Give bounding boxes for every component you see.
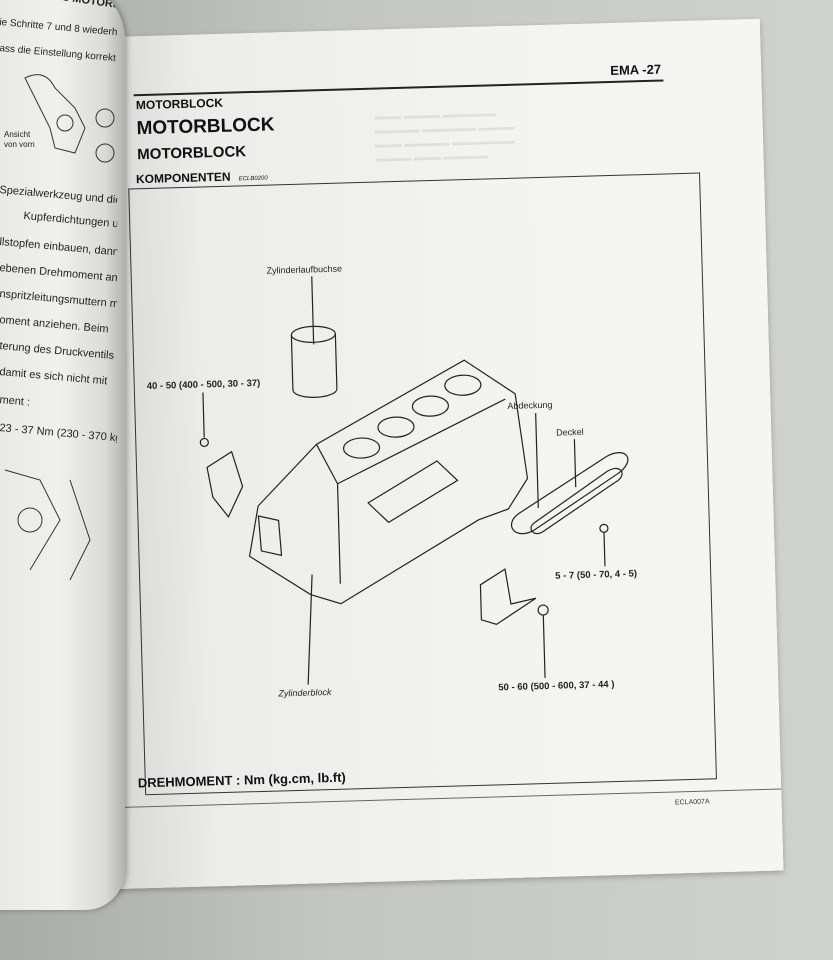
view-label: Ansicht von vorn bbox=[4, 130, 35, 149]
page-subtitle: MOTORBLOCK bbox=[137, 143, 247, 164]
section-label: MOTORBLOCK bbox=[135, 95, 224, 113]
left-line: ie Schritte 7 und 8 wiederholen bbox=[0, 16, 118, 40]
header-rule bbox=[133, 79, 664, 97]
bleed-through-text: ▬▬▬ ▬▬▬▬ ▬▬▬▬▬▬▬▬▬▬▬ ▬▬▬▬▬▬ ▬▬▬▬▬▬▬ ▬▬▬▬… bbox=[374, 108, 516, 164]
liner-label: Zylinderlaufbuchse bbox=[266, 263, 343, 276]
components-heading-text: KOMPONENTEN bbox=[135, 169, 231, 187]
engine-block-diagram bbox=[199, 276, 629, 685]
left-page-text: CHES MOTORST ie Schritte 7 und 8 wiederh… bbox=[0, 0, 122, 910]
page-number: EMA -27 bbox=[610, 61, 662, 78]
left-header: CHES MOTORST bbox=[38, 0, 117, 12]
left-page: CHES MOTORST ie Schritte 7 und 8 wiederh… bbox=[0, 0, 125, 910]
cover-drawing bbox=[511, 413, 629, 567]
left-line: llstopfen einbauen, dann bbox=[0, 236, 118, 259]
cover-label: Abdeckung bbox=[507, 399, 553, 411]
components-heading: KOMPONENTEN ECLB0200 bbox=[136, 169, 268, 187]
timing-illustration bbox=[24, 74, 115, 163]
left-line: ass die Einstellung korrekt bbox=[0, 42, 117, 65]
left-line: damit es sich nicht mit bbox=[0, 366, 108, 388]
right-page: ▬▬▬ ▬▬▬▬ ▬▬▬▬▬▬▬▬▬▬▬ ▬▬▬▬▬▬ ▬▬▬▬▬▬▬ ▬▬▬▬… bbox=[72, 18, 784, 890]
left-line: nspritzleitungsmuttern mit bbox=[0, 288, 118, 311]
left-line: terung des Druckventils bbox=[0, 340, 115, 362]
diagram-frame: Zylinderlaufbuchse 40 - 50 (400 - 500, 3… bbox=[128, 172, 717, 796]
left-line: 23 - 37 Nm (230 - 370 kg.cm bbox=[0, 422, 118, 446]
lid-label: Deckel bbox=[556, 426, 584, 438]
right-bracket-drawing bbox=[479, 568, 549, 679]
figure-code: ECLA007A bbox=[674, 798, 710, 807]
components-code: ECLB0200 bbox=[238, 175, 268, 183]
page-title: MOTORBLOCK bbox=[136, 114, 275, 140]
left-line: ebenen Drehmoment anzie bbox=[0, 262, 118, 286]
engine-block-drawing bbox=[248, 359, 529, 685]
block-label: Zylinderblock bbox=[278, 687, 332, 699]
left-line: ment : bbox=[0, 394, 31, 409]
cylinder-liner-drawing bbox=[290, 276, 338, 398]
left-bracket-drawing bbox=[199, 392, 244, 518]
left-line: Spezialwerkzeug und die Mess bbox=[0, 184, 118, 207]
left-line: oment anziehen. Beim bbox=[0, 314, 110, 336]
left-line: Kupferdichtungen und bbox=[22, 210, 118, 232]
injector-illustration bbox=[4, 469, 91, 581]
torque-cover-bolt: 5 - 7 (50 - 70, 4 - 5) bbox=[555, 568, 638, 582]
